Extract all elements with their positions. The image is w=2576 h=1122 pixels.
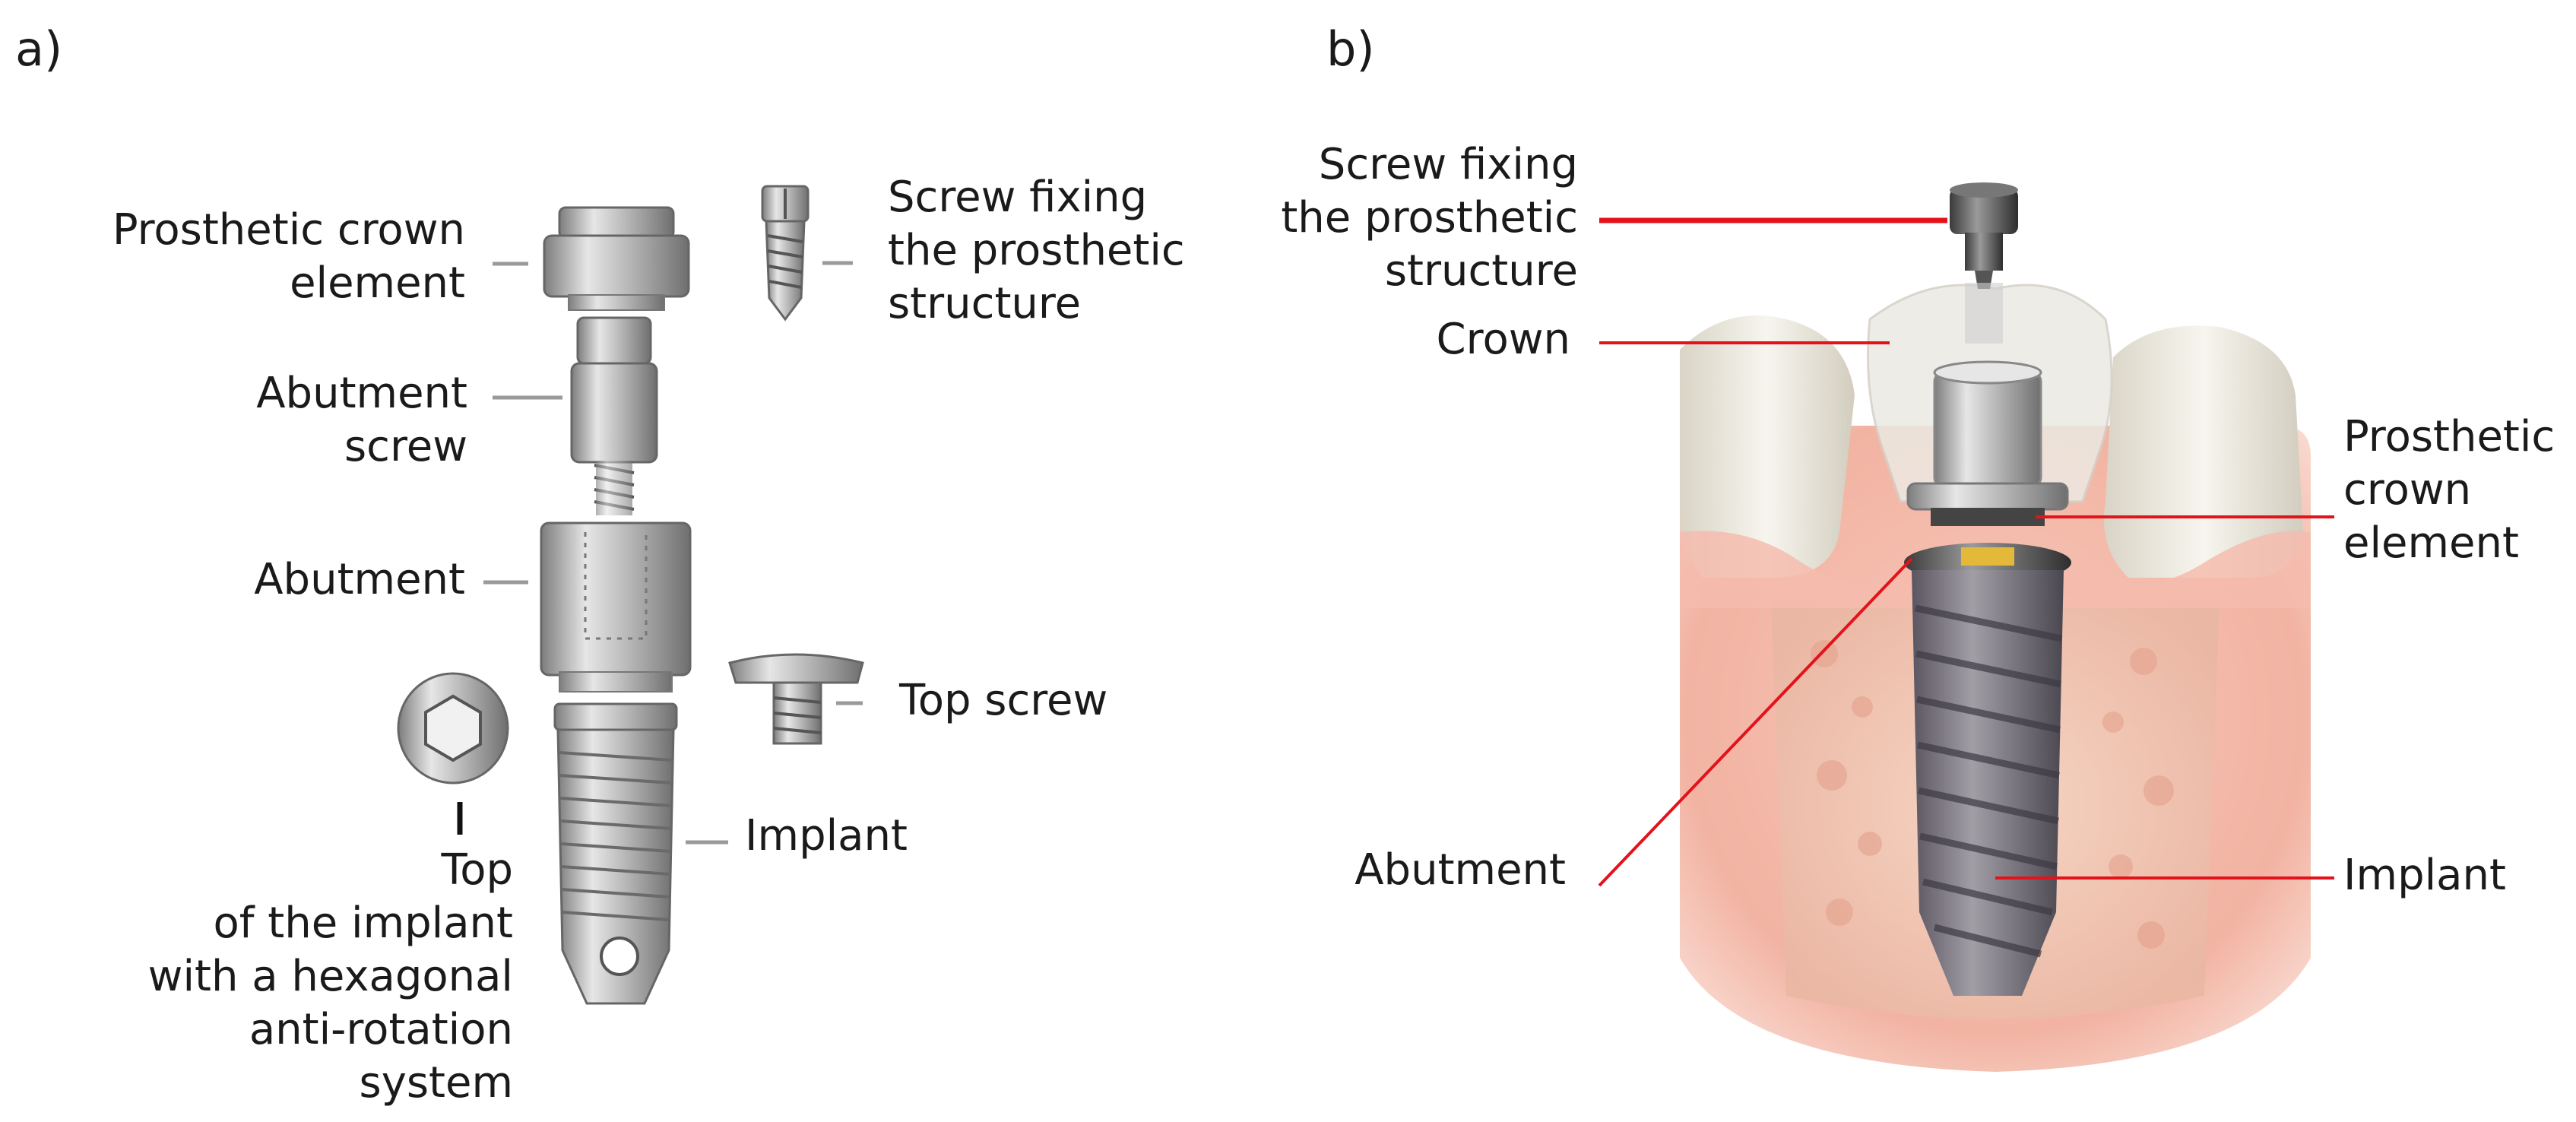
right-tooth [2104,325,2303,578]
leader-b-abutment [1598,557,1913,887]
label-b-implant: Implant [2343,851,2506,900]
crown-element-part-b [1906,360,2069,526]
top-screw-part [728,653,864,745]
panel-b-tag: b) [1326,21,1375,77]
implant-top-hex-part [397,672,509,835]
label-a-crown-element: Prosthetic crown element [112,205,465,308]
abutment-screw-part [570,316,658,515]
panel-a-illustration [397,185,864,1005]
abutment-part [540,521,692,693]
panel-a-leaders [483,261,863,845]
label-b-screw-fixing: Screw fixing the prosthetic structure [1281,140,1578,296]
label-b-crown-element: Prosthetic crown element [2343,412,2555,568]
left-tooth [1680,315,1855,578]
label-a-screw-fixing: Screw fixing the prosthetic structure [888,173,1185,328]
panel-b-illustration [1598,182,2334,1072]
fixing-screw-part [761,185,810,322]
panel-b-leaders [1598,217,2334,887]
label-a-implant: Implant [745,811,908,861]
label-b-abutment: Abutment [1355,845,1566,895]
label-a-top-screw: Top screw [899,676,1108,725]
implant-part [553,702,678,1005]
fixing-screw-part-b [1950,182,2018,344]
label-b-crown: Crown [1436,315,1570,364]
crown-element-part [543,206,690,311]
panel-a-tag: a) [15,21,63,77]
label-a-abutment: Abutment [254,555,465,604]
label-a-abutment-screw: Abutment screw [256,369,467,471]
label-a-implant-top: Top of the implant with a hexagonal anti… [147,845,513,1108]
